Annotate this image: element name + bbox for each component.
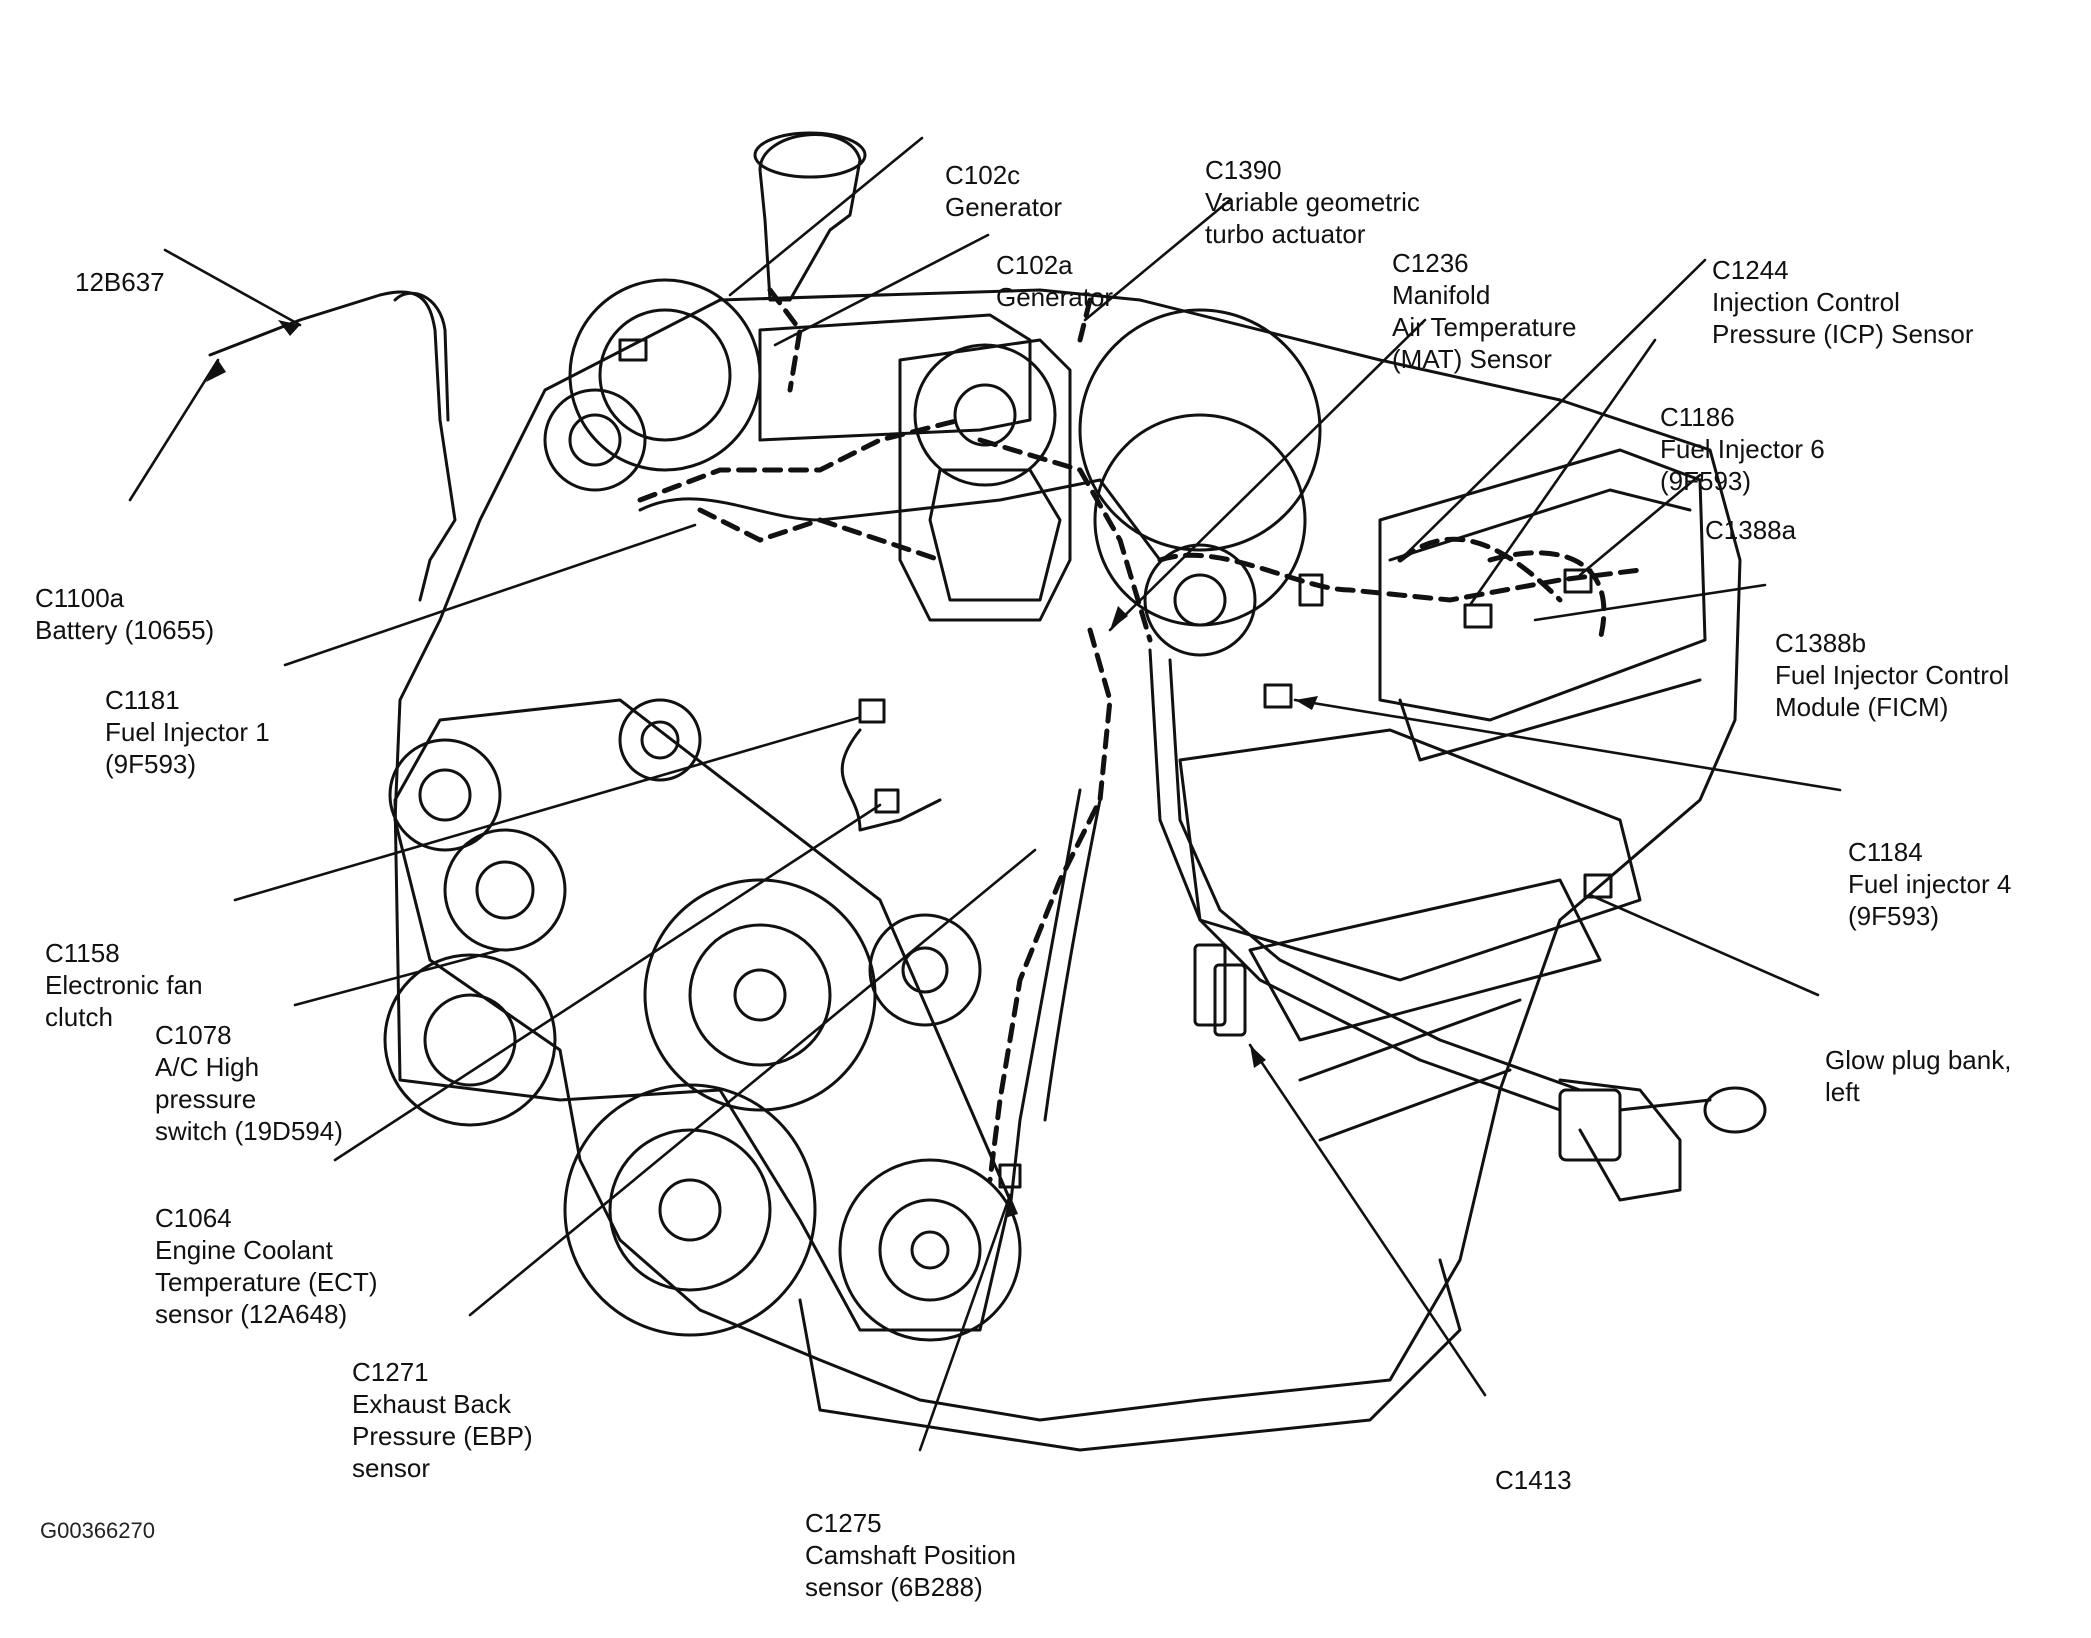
drive-belt xyxy=(393,698,1012,1332)
leader-c1158 xyxy=(233,716,860,902)
leader-c1236 xyxy=(1108,318,1427,632)
crankshaft-pulley xyxy=(563,1083,817,1337)
leader-c1388a xyxy=(1578,473,1702,577)
leader-c1390 xyxy=(1083,198,1232,322)
leader-c1186 xyxy=(1468,338,1657,607)
tensioner-pulley xyxy=(868,913,982,1027)
turbocharger xyxy=(1078,308,1322,552)
oil-filler-tube xyxy=(758,133,862,302)
leader-c1100a xyxy=(128,358,220,502)
leader-c102c xyxy=(728,136,924,297)
leader-c1244 xyxy=(1398,258,1707,562)
callout-c1388a: C1388a xyxy=(1705,515,1797,545)
oil-pan xyxy=(798,1258,1462,1452)
idler-pulley xyxy=(838,1158,1022,1342)
leader-12b637 xyxy=(163,248,302,327)
ac-compressor xyxy=(383,953,557,1127)
battery-cable xyxy=(208,290,457,602)
leader-glow xyxy=(1588,893,1820,997)
dashed-harness xyxy=(637,417,963,503)
callout-c1413: C1413 xyxy=(1495,1465,1572,1495)
leader-c1275 xyxy=(918,1193,1012,1452)
callout-glow-plug-bank: Glow plug bank,left xyxy=(1825,1045,2012,1107)
engine-block-outline xyxy=(393,288,1742,1422)
leader-c1078 xyxy=(293,948,502,1007)
pulley xyxy=(388,738,502,852)
leader-c1184 xyxy=(1293,698,1842,792)
leader-c1181 xyxy=(283,523,697,667)
pulley xyxy=(618,698,702,782)
leader-c1388b xyxy=(1533,583,1767,622)
pulley xyxy=(443,828,567,952)
leader-c1413 xyxy=(1248,1043,1487,1397)
leader-c102a xyxy=(773,233,990,347)
leader-c1064 xyxy=(333,803,882,1162)
ficm-module xyxy=(1378,448,1707,722)
figure-id: G00366270 xyxy=(40,1518,155,1543)
callout-12b637: 12B637 xyxy=(75,267,165,297)
leader-c1271 xyxy=(468,848,1037,1317)
oil-filler-cap xyxy=(753,131,867,179)
